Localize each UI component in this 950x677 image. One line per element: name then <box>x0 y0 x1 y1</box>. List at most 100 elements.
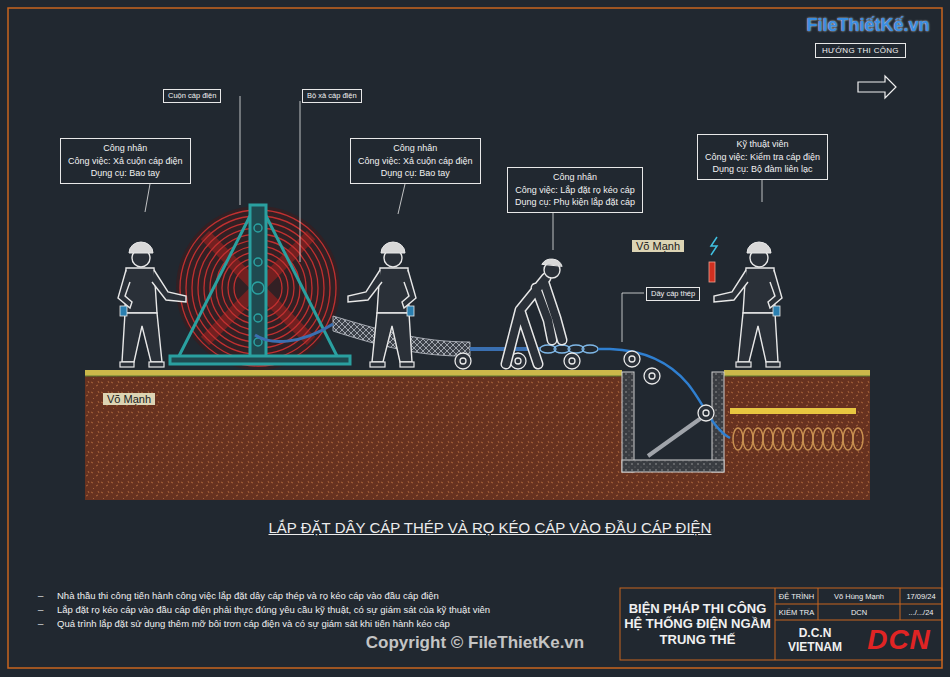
callout-text: Dụng cụ: Bao tay <box>358 167 473 180</box>
cable-roller <box>703 410 709 416</box>
table-cell: KIỂM TRA <box>775 604 818 620</box>
drum-stand <box>254 224 262 232</box>
watermark: Copyright © FileThietKe.vn <box>290 632 660 654</box>
drawing-title: LẮP ĐẶT DÂY CÁP THÉP VÀ RỌ KÉO CÁP VÀO Đ… <box>200 519 780 536</box>
table-cell: Võ Hùng Mạnh <box>818 588 900 604</box>
title-block <box>620 588 942 660</box>
note-bullet: _ <box>38 614 43 625</box>
callout-text: Công việc: Lắp đặt rọ kéo cáp <box>515 184 635 197</box>
ground <box>85 370 870 500</box>
company-name: D.C.N VIETNAM <box>775 620 855 660</box>
cable-roller <box>569 358 575 364</box>
callout-box: Kỹ thuật viênCông việc: Kiểm tra cáp điệ… <box>697 134 828 180</box>
part-label: Dây cáp thép <box>646 287 700 301</box>
title-block <box>900 588 901 620</box>
note-bullet: _ <box>38 586 43 597</box>
existing-conduit <box>783 428 793 450</box>
leader-line <box>145 184 150 212</box>
drum-stand <box>250 205 266 358</box>
existing-conduit <box>803 428 813 450</box>
callout-text: Công việc: Xả cuộn cáp điện <box>358 155 473 168</box>
title-block <box>818 588 819 620</box>
name-tag: Võ Mạnh <box>632 240 684 252</box>
ground <box>85 376 870 500</box>
existing-conduit <box>773 428 783 450</box>
title-block <box>775 620 942 621</box>
radio <box>709 237 717 282</box>
bending-worker <box>506 278 562 364</box>
callout-text: Cuộn cáp điện <box>168 91 216 101</box>
leader-line <box>145 96 762 342</box>
name-tag: Võ Mạnh <box>103 393 155 405</box>
roller-strut <box>648 416 704 456</box>
existing-conduit <box>763 428 773 450</box>
sheet-frame <box>8 8 942 668</box>
pulling-grip-chain <box>540 345 598 353</box>
existing-conduit <box>813 428 823 450</box>
leader-line <box>762 178 763 202</box>
drum-stand <box>254 314 262 322</box>
pulling-grip-chain <box>582 345 598 353</box>
callout-text: Dụng cụ: Phụ kiện lắp đặt cáp <box>515 196 635 209</box>
callout-box: Công nhânCông việc: Xả cuộn cáp điệnDụng… <box>60 138 191 184</box>
note-text: Nhà thầu thi công tiến hành công việc lắ… <box>57 590 439 601</box>
power-cable <box>255 324 333 341</box>
callout-text: Công việc: Kiểm tra cáp điện <box>705 151 820 164</box>
ground <box>85 376 622 377</box>
callout-heading: Kỹ thuật viên <box>705 138 820 151</box>
direction-arrow <box>858 76 896 98</box>
direction-box: HƯỚNG THI CÔNG <box>815 43 906 58</box>
company-logo: DCN <box>858 620 940 660</box>
cable-roller <box>564 353 580 369</box>
callout-text: Bộ xả cáp điện <box>307 91 357 101</box>
cable-roller <box>624 351 640 367</box>
ground <box>724 376 870 377</box>
existing-conduit <box>733 428 743 450</box>
part-label: Cuộn cáp điện <box>163 89 221 103</box>
existing-conduit <box>793 428 803 450</box>
existing-conduit <box>853 428 863 450</box>
existing-conduit <box>730 408 856 414</box>
callout-box: Công nhânCông việc: Xả cuộn cáp điệnDụng… <box>350 138 481 184</box>
worker-figure <box>348 242 416 367</box>
trench-wall <box>622 372 724 472</box>
cable-roller <box>649 373 655 379</box>
project-title: BIỆN PHÁP THI CÔNG HỆ THỐNG ĐIỆN NGẦM TR… <box>620 588 775 660</box>
note-text: Quá trình lắp đặt sử dụng thêm mỡ bôi tr… <box>57 618 450 629</box>
site-logo: FileThiếtKế.vn <box>798 12 938 38</box>
ground <box>85 370 622 376</box>
cable-roller <box>515 358 521 364</box>
cable-roller <box>629 356 635 362</box>
callout-heading: Công nhân <box>68 142 183 155</box>
table-cell: .../.../24 <box>900 604 942 620</box>
existing-conduit <box>823 428 833 450</box>
cable-drum <box>176 206 340 370</box>
steel-wire <box>598 349 730 438</box>
table-cell: DCN <box>818 604 900 620</box>
existing-conduit <box>843 428 853 450</box>
cable-roller <box>698 405 714 421</box>
callout-text: Công việc: Xả cuộn cáp điện <box>68 155 183 168</box>
existing-conduit <box>833 428 843 450</box>
leader-line <box>240 96 241 205</box>
title-block <box>775 588 776 660</box>
callout-text: Dụng cụ: Bao tay <box>68 167 183 180</box>
table-cell: 17/09/24 <box>900 588 942 604</box>
cable-roller <box>455 353 471 369</box>
title-block <box>620 588 942 660</box>
note-bullet: _ <box>38 600 43 611</box>
callout-heading: Công nhân <box>358 142 473 155</box>
ground <box>724 370 870 376</box>
drum-stand <box>254 258 262 266</box>
existing-conduit <box>743 428 753 450</box>
bending-worker <box>506 259 562 364</box>
title-block <box>775 604 942 605</box>
leader-line <box>622 293 644 342</box>
leader-line <box>398 184 405 214</box>
table-cell: ĐỆ TRÌNH <box>775 588 818 604</box>
worker-figure <box>118 242 186 367</box>
leader-line <box>300 101 301 262</box>
